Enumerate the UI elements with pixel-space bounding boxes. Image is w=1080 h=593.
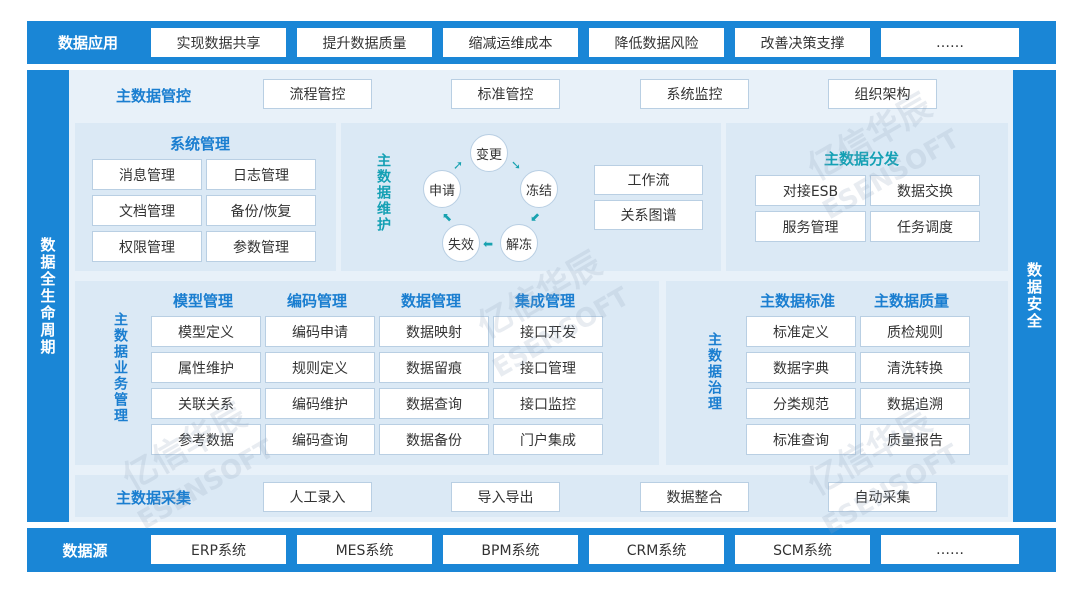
quality-item: 质检规则 xyxy=(860,316,970,347)
cycle-freeze: 冻结 xyxy=(520,170,558,208)
code-item: 编码维护 xyxy=(265,388,375,419)
data-item: 数据映射 xyxy=(379,316,489,347)
integration-mgmt-title: 集成管理 xyxy=(515,292,576,310)
top-item: 缩减运维成本 xyxy=(443,28,578,57)
lifecycle-label: 数据全生命周期 xyxy=(38,236,57,356)
sysmgmt-item: 备份/恢复 xyxy=(206,195,316,226)
model-mgmt-title: 模型管理 xyxy=(173,292,234,310)
source-item: …… xyxy=(881,535,1019,564)
arrow-icon: ⬉ xyxy=(442,210,453,224)
cycle-change: 变更 xyxy=(470,134,508,172)
collection-item: 导入导出 xyxy=(451,482,560,512)
data-item: 数据留痕 xyxy=(379,352,489,383)
maintenance-item: 关系图谱 xyxy=(594,200,703,230)
code-item: 编码查询 xyxy=(265,424,375,455)
business-title: 主数据业务管理 xyxy=(112,312,128,424)
collection-item: 自动采集 xyxy=(828,482,937,512)
governance-title: 主数据治理 xyxy=(706,332,722,412)
distribution-item: 数据交换 xyxy=(870,175,980,206)
source-item: MES系统 xyxy=(297,535,432,564)
security-bar xyxy=(1013,70,1056,522)
standard-item: 分类规范 xyxy=(746,388,856,419)
sysmgmt-title: 系统管理 xyxy=(170,135,231,153)
sysmgmt-item: 权限管理 xyxy=(92,231,202,262)
standard-item: 标准查询 xyxy=(746,424,856,455)
distribution-title: 主数据分发 xyxy=(824,150,900,168)
control-item: 流程管控 xyxy=(263,79,372,109)
top-item: 实现数据共享 xyxy=(151,28,286,57)
maintenance-title: 主数据维护 xyxy=(375,153,391,233)
collection-item: 数据整合 xyxy=(640,482,749,512)
control-item: 标准管控 xyxy=(451,79,560,109)
standard-item: 数据字典 xyxy=(746,352,856,383)
quality-item: 质量报告 xyxy=(860,424,970,455)
top-item: 降低数据风险 xyxy=(589,28,724,57)
control-item: 组织架构 xyxy=(828,79,937,109)
model-item: 参考数据 xyxy=(151,424,261,455)
data-item: 数据备份 xyxy=(379,424,489,455)
integration-item: 门户集成 xyxy=(493,424,603,455)
source-item: SCM系统 xyxy=(735,535,870,564)
distribution-item: 任务调度 xyxy=(870,211,980,242)
top-item: 改善决策支撑 xyxy=(735,28,870,57)
quality-item: 数据追溯 xyxy=(860,388,970,419)
code-item: 编码申请 xyxy=(265,316,375,347)
source-item: BPM系统 xyxy=(443,535,578,564)
distribution-item: 服务管理 xyxy=(755,211,866,242)
model-item: 属性维护 xyxy=(151,352,261,383)
lifecycle-bar xyxy=(27,70,69,522)
sysmgmt-item: 文档管理 xyxy=(92,195,202,226)
arrow-icon: ➚ xyxy=(453,158,464,172)
data-mgmt-title: 数据管理 xyxy=(401,292,462,310)
sysmgmt-item: 参数管理 xyxy=(206,231,316,262)
arrow-icon: ⬋ xyxy=(530,210,541,224)
collection-item: 人工录入 xyxy=(263,482,372,512)
security-label: 数据安全 xyxy=(1025,262,1043,330)
code-mgmt-title: 编码管理 xyxy=(287,292,348,310)
code-item: 规则定义 xyxy=(265,352,375,383)
arrow-icon: ➘ xyxy=(511,158,522,172)
integration-item: 接口管理 xyxy=(493,352,603,383)
arrow-icon: ⬅ xyxy=(483,237,494,251)
distribution-item: 对接ESB xyxy=(755,175,866,206)
top-item: 提升数据质量 xyxy=(297,28,432,57)
top-item: …… xyxy=(881,28,1019,57)
cycle-apply: 申请 xyxy=(423,170,461,208)
quality-item: 清洗转换 xyxy=(860,352,970,383)
model-item: 关联关系 xyxy=(151,388,261,419)
integration-item: 接口开发 xyxy=(493,316,603,347)
cycle-unfreeze: 解冻 xyxy=(500,224,538,262)
standard-item: 标准定义 xyxy=(746,316,856,347)
model-item: 模型定义 xyxy=(151,316,261,347)
control-item: 系统监控 xyxy=(640,79,749,109)
collection-title: 主数据采集 xyxy=(116,489,192,507)
source-item: CRM系统 xyxy=(589,535,724,564)
sysmgmt-item: 消息管理 xyxy=(92,159,202,190)
data-application-label: 数据应用 xyxy=(57,34,118,52)
quality-title: 主数据质量 xyxy=(874,292,950,310)
integration-item: 接口监控 xyxy=(493,388,603,419)
sysmgmt-item: 日志管理 xyxy=(206,159,316,190)
standard-title: 主数据标准 xyxy=(760,292,836,310)
cycle-invalid: 失效 xyxy=(442,224,480,262)
data-item: 数据查询 xyxy=(379,388,489,419)
data-source-label: 数据源 xyxy=(62,541,108,560)
control-title: 主数据管控 xyxy=(116,87,192,105)
maintenance-item: 工作流 xyxy=(594,165,703,195)
source-item: ERP系统 xyxy=(151,535,286,564)
